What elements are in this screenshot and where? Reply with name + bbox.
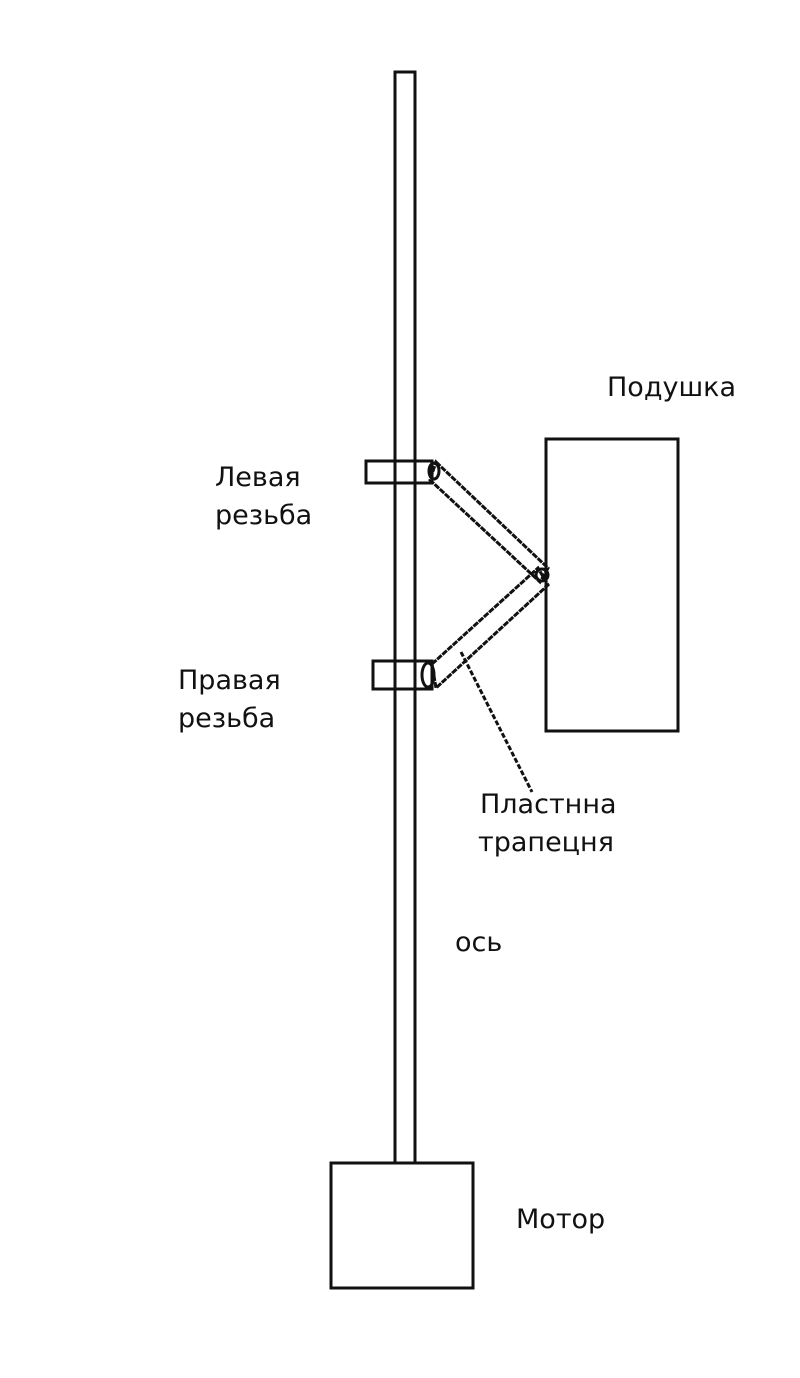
left-thread-label-1: Левая <box>215 462 301 493</box>
pillow-box <box>544 437 680 733</box>
plate-leader-line <box>459 651 534 793</box>
plate-label-1: Пластнна <box>480 789 617 820</box>
motor-label: Мотор <box>516 1204 605 1235</box>
left-thread-label-2: резьба <box>215 500 312 531</box>
left-pivot <box>427 461 441 481</box>
upper-link-plate <box>428 459 550 585</box>
right-thread-label-1: Правая <box>178 665 281 696</box>
right-pivot <box>420 661 436 689</box>
pillow-pivot <box>534 567 550 583</box>
right-thread-nut <box>371 659 434 691</box>
pillow-label: Подушка <box>607 372 736 403</box>
left-thread-nut <box>364 459 434 485</box>
motor-box <box>329 1161 475 1290</box>
shaft <box>393 70 417 1165</box>
lower-link-plate <box>430 565 550 691</box>
right-thread-label-2: резьба <box>178 703 275 734</box>
plate-label-2: трапецня <box>478 827 614 858</box>
axis-label: ось <box>455 927 502 958</box>
